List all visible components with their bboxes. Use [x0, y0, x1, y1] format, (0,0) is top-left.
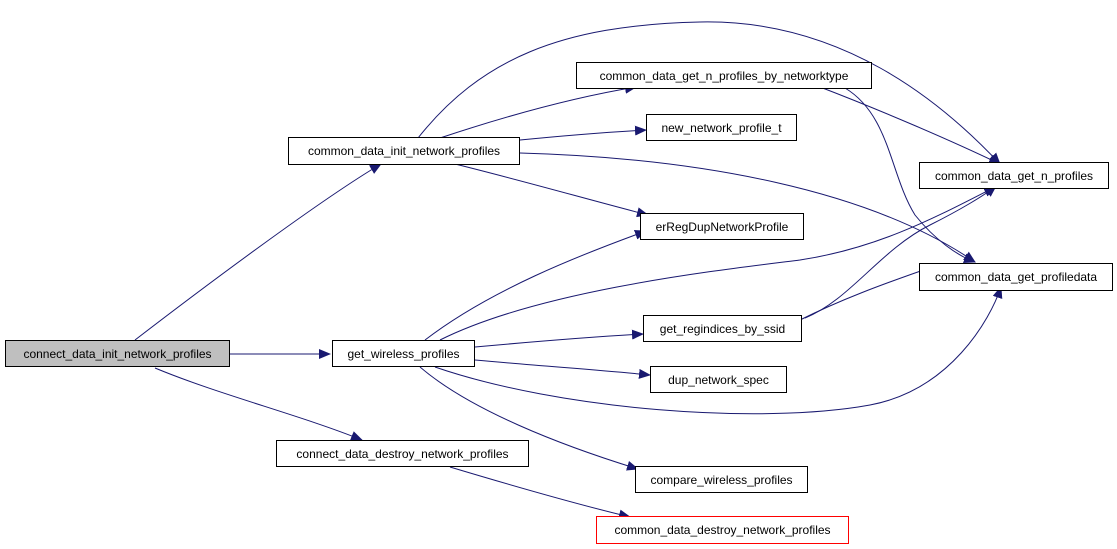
- edge-connect-destroy-to-common-destroy: [449, 466, 631, 520]
- edge-get-wireless-to-get-profiledata: [434, 286, 1003, 415]
- node-new-network-profile-t[interactable]: new_network_profile_t: [646, 114, 797, 141]
- node-dup-network-spec[interactable]: dup_network_spec: [650, 366, 787, 393]
- node-common-data-get-n-profiles[interactable]: common_data_get_n_profiles: [919, 162, 1109, 189]
- edge-get-regindices-to-get-profiledata-direct: [805, 225, 930, 318]
- edge-connect-init-to-common-init: [134, 163, 382, 341]
- edge-connect-init-to-connect-destroy: [154, 367, 363, 441]
- edge-common-init-to-get-profiledata: [519, 152, 976, 263]
- node-connect-data-destroy-network-profiles[interactable]: connect_data_destroy_network_profiles: [276, 440, 529, 467]
- edge-get-wireless-to-dup-spec: [474, 359, 651, 379]
- edge-common-init-to-get-n-profiles: [417, 21, 1001, 165]
- node-common-data-init-network-profiles[interactable]: common_data_init_network_profiles: [288, 137, 520, 165]
- edge-common-init-to-er-reg-dup: [454, 163, 649, 218]
- edge-get-wireless-to-get-n-profiles: [439, 186, 996, 341]
- edge-get-n-by-type-to-get-profiledata: [844, 87, 976, 264]
- edge-get-regindices-to-profiledata: [799, 264, 936, 321]
- edge-common-init-to-new-profile-t: [519, 125, 647, 141]
- edge-common-init-to-get-n-by-type: [439, 83, 637, 139]
- node-get-regindices-by-ssid[interactable]: get_regindices_by_ssid: [643, 315, 802, 342]
- node-common-data-get-profiledata[interactable]: common_data_get_profiledata: [919, 263, 1113, 291]
- edge-get-regindices-to-get-profiledata: [804, 185, 997, 319]
- node-common-data-get-n-profiles-by-networktype[interactable]: common_data_get_n_profiles_by_networktyp…: [576, 62, 872, 89]
- edge-get-wireless-to-get-regindices: [474, 329, 644, 348]
- node-er-reg-dup-network-profile[interactable]: erRegDupNetworkProfile: [640, 213, 804, 240]
- node-compare-wireless-profiles[interactable]: compare_wireless_profiles: [635, 466, 808, 493]
- edge-get-wireless-to-er-reg-dup: [424, 230, 647, 341]
- edge-get-n-by-type-to-get-n-profiles: [819, 86, 1001, 165]
- edge-get-wireless-to-compare-wireless: [419, 366, 639, 471]
- node-get-wireless-profiles[interactable]: get_wireless_profiles: [332, 340, 475, 367]
- node-common-data-destroy-network-profiles[interactable]: common_data_destroy_network_profiles: [596, 516, 849, 544]
- node-connect-data-init-network-profiles: connect_data_init_network_profiles: [5, 340, 230, 367]
